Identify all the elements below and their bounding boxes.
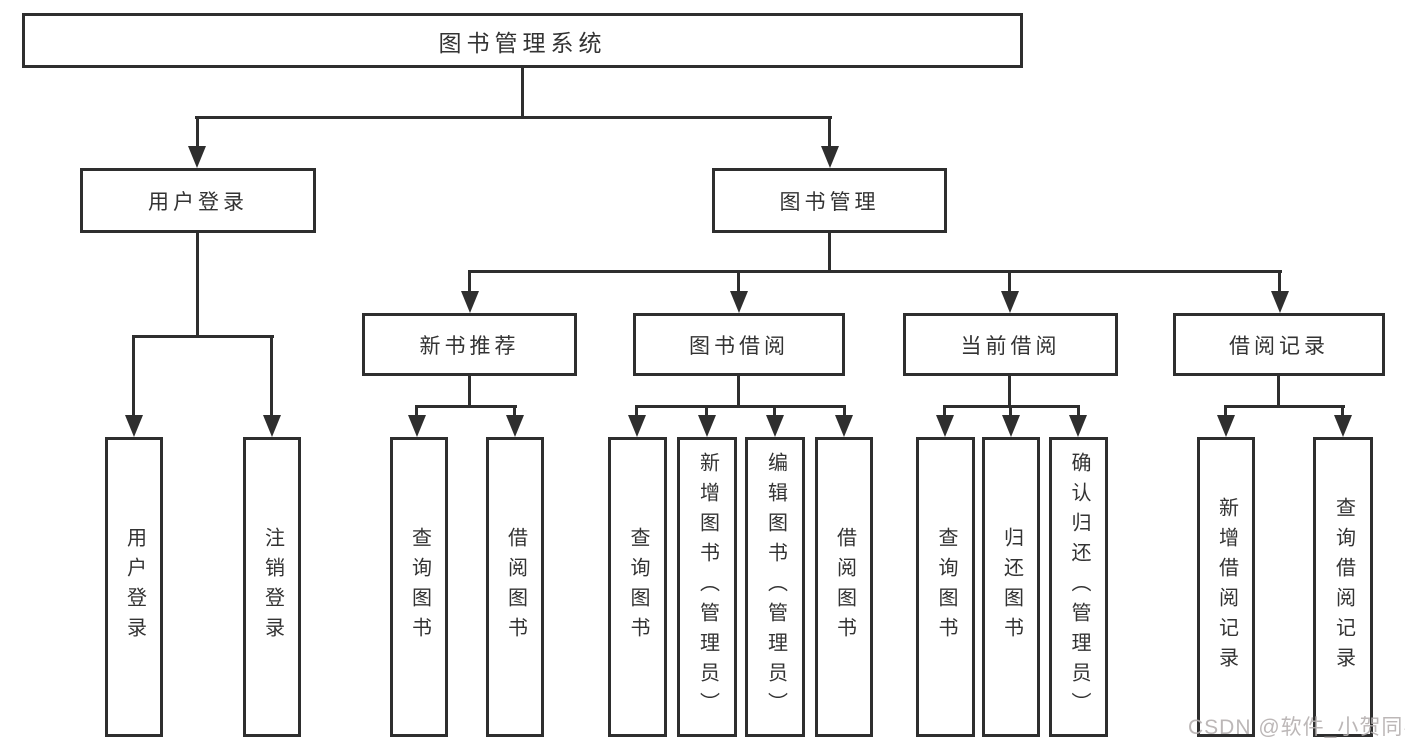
connector-borrow-record-rail xyxy=(1224,405,1345,408)
connector-leaf-stub xyxy=(635,405,638,417)
connector-root-trunk xyxy=(521,68,524,118)
connector-user-login-stub xyxy=(196,116,199,148)
connector-leaf-stub xyxy=(415,405,418,417)
connector-leaf-stub xyxy=(705,405,708,417)
arrow-down-icon xyxy=(1002,415,1020,437)
node-book-management: 图书管理 xyxy=(712,168,947,233)
connector-book-mgmt-stub xyxy=(828,116,831,148)
leaf-add-books-admin-label: 新增图书（管理员） xyxy=(696,452,719,722)
leaf-query-books-borrow-label: 查询图书 xyxy=(627,527,649,647)
arrow-down-icon xyxy=(821,146,839,168)
leaf-logout: 注销登录 xyxy=(243,437,301,737)
leaf-borrow-books-recommend-label: 借阅图书 xyxy=(504,527,527,647)
leaf-borrow-books-recommend: 借阅图书 xyxy=(486,437,544,737)
leaf-query-books-recommend-label: 查询图书 xyxy=(408,527,431,647)
leaf-return-books-label: 归还图书 xyxy=(1000,527,1023,647)
connector-current-borrow-stub xyxy=(1008,270,1011,294)
node-new-book-recommend: 新书推荐 xyxy=(362,313,577,376)
node-borrow-records-label: 借阅记录 xyxy=(1229,334,1329,358)
leaf-user-login-label: 用户登录 xyxy=(123,527,146,647)
leaf-query-borrow-record-label: 查询借阅记录 xyxy=(1332,497,1355,677)
arrow-down-icon xyxy=(936,415,954,437)
node-book-borrow-label: 图书借阅 xyxy=(689,334,789,358)
leaf-query-borrow-record: 查询借阅记录 xyxy=(1313,437,1373,737)
leaf-return-books: 归还图书 xyxy=(982,437,1040,737)
leaf-edit-books-admin-label: 编辑图书（管理员） xyxy=(764,452,787,722)
arrow-down-icon xyxy=(766,415,784,437)
leaf-query-books-current: 查询图书 xyxy=(916,437,975,737)
leaf-add-books-admin: 新增图书（管理员） xyxy=(677,437,737,737)
leaf-user-login: 用户登录 xyxy=(105,437,163,737)
connector-new-book-rail xyxy=(415,405,517,408)
connector-level3-rail xyxy=(468,270,1282,273)
arrow-down-icon xyxy=(1217,415,1235,437)
arrow-down-icon xyxy=(263,415,281,437)
connector-level2-rail xyxy=(195,116,832,119)
arrow-down-icon xyxy=(698,415,716,437)
node-user-login-label: 用户登录 xyxy=(148,190,248,214)
node-book-management-label: 图书管理 xyxy=(779,190,880,214)
connector-leaf-stub xyxy=(1077,405,1080,417)
node-root-label: 图书管理系统 xyxy=(438,29,607,56)
node-new-book-recommend-label: 新书推荐 xyxy=(419,334,520,358)
arrow-down-icon xyxy=(1334,415,1352,437)
connector-leaf-stub xyxy=(843,405,846,417)
leaf-borrow-books: 借阅图书 xyxy=(815,437,873,737)
connector-borrow-record-stub xyxy=(1278,270,1281,294)
leaf-borrow-books-label: 借阅图书 xyxy=(833,527,856,647)
connector-new-book-stub xyxy=(468,270,471,294)
leaf-query-books-current-label: 查询图书 xyxy=(935,527,957,647)
connector-leaf-stub xyxy=(773,405,776,417)
leaf-confirm-return-admin-label: 确认归还（管理员） xyxy=(1068,452,1090,722)
connector-leaf-stub xyxy=(1224,405,1227,417)
connector-book-mgmt-trunk xyxy=(828,233,831,272)
connector-leaf-stub xyxy=(270,335,273,417)
leaf-logout-label: 注销登录 xyxy=(261,527,284,647)
node-current-borrow: 当前借阅 xyxy=(903,313,1118,376)
connector-user-login-trunk xyxy=(196,233,199,337)
connector-current-borrow-trunk xyxy=(1008,376,1011,407)
connector-leaf-stub xyxy=(943,405,946,417)
arrow-down-icon xyxy=(188,146,206,168)
connector-book-borrow-rail xyxy=(635,405,846,408)
node-book-borrow: 图书借阅 xyxy=(633,313,845,376)
leaf-confirm-return-admin: 确认归还（管理员） xyxy=(1049,437,1108,737)
arrow-down-icon xyxy=(506,415,524,437)
leaf-edit-books-admin: 编辑图书（管理员） xyxy=(745,437,805,737)
connector-leaf-stub xyxy=(1009,405,1012,417)
arrow-down-icon xyxy=(1271,291,1289,313)
connector-book-borrow-trunk xyxy=(737,376,740,407)
leaf-add-borrow-record-label: 新增借阅记录 xyxy=(1215,497,1238,677)
connector-book-borrow-stub xyxy=(737,270,740,294)
arrow-down-icon xyxy=(408,415,426,437)
connector-leaf-stub xyxy=(132,335,135,417)
connector-borrow-record-trunk xyxy=(1277,376,1280,407)
arrow-down-icon xyxy=(461,291,479,313)
leaf-add-borrow-record: 新增借阅记录 xyxy=(1197,437,1255,737)
arrow-down-icon xyxy=(1001,291,1019,313)
node-root: 图书管理系统 xyxy=(22,13,1023,68)
connector-leaf-stub xyxy=(513,405,516,417)
arrow-down-icon xyxy=(835,415,853,437)
connector-user-login-rail xyxy=(132,335,274,338)
leaf-query-books-recommend: 查询图书 xyxy=(390,437,448,737)
connector-leaf-stub xyxy=(1341,405,1344,417)
arrow-down-icon xyxy=(125,415,143,437)
node-current-borrow-label: 当前借阅 xyxy=(960,334,1061,358)
arrow-down-icon xyxy=(1069,415,1087,437)
arrow-down-icon xyxy=(730,291,748,313)
leaf-query-books-borrow: 查询图书 xyxy=(608,437,667,737)
node-user-login: 用户登录 xyxy=(80,168,316,233)
csdn-watermark: CSDN @软件_小贺同学 xyxy=(1188,716,1405,739)
node-borrow-records: 借阅记录 xyxy=(1173,313,1385,376)
arrow-down-icon xyxy=(628,415,646,437)
connector-new-book-trunk xyxy=(468,376,471,407)
